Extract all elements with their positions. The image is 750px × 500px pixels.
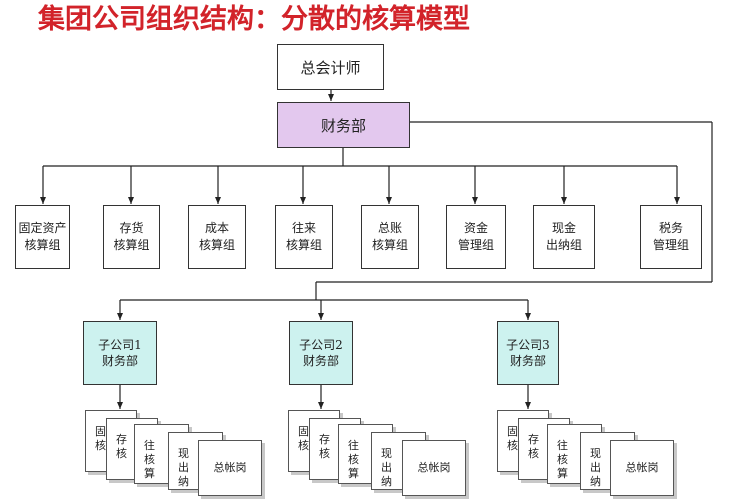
group-box-inventory: 存货 核算组 — [103, 205, 160, 269]
card-label: 总帐岗 — [625, 461, 659, 474]
chief-accountant-box: 总会计师 — [277, 44, 384, 90]
finance-department-box: 财务部 — [277, 102, 410, 148]
card-label: 现 出纳 — [590, 447, 601, 488]
card-label: 往 核算 — [348, 439, 359, 480]
diagram-title: 集团公司组织结构：分散的核算模型 — [38, 4, 470, 35]
sub3-card-ledger-post: 总帐岗 — [610, 440, 674, 496]
subsidiary-2-finance-box: 子公司2 财务部 — [289, 321, 353, 385]
group-box-general-ledger: 总账 核算组 — [361, 205, 419, 269]
subsidiary-1-finance-box: 子公司1 财务部 — [83, 321, 157, 385]
group-box-funds: 资金 管理组 — [446, 205, 506, 269]
card-label: 往 核算 — [144, 439, 155, 480]
sub2-card-ledger-post: 总帐岗 — [402, 440, 466, 496]
card-label: 总帐岗 — [417, 461, 451, 474]
card-label: 固 核 — [507, 425, 518, 452]
card-label: 固 核 — [298, 425, 309, 452]
card-label: 固 核 — [95, 425, 106, 452]
card-label: 总帐岗 — [213, 461, 247, 474]
subsidiary-3-finance-box: 子公司3 财务部 — [497, 321, 559, 385]
group-box-fixed-assets: 固定资产 核算组 — [15, 205, 70, 269]
card-label: 现 出纳 — [381, 447, 392, 488]
group-box-cashier: 现金 出纳组 — [533, 205, 595, 269]
group-box-tax: 税务 管理组 — [640, 205, 702, 269]
sub1-card-ledger-post: 总帐岗 — [198, 440, 262, 496]
card-label: 存 核 — [528, 433, 539, 460]
card-label: 现 出纳 — [178, 447, 189, 488]
card-label: 往 核算 — [557, 439, 568, 480]
group-box-cost: 成本 核算组 — [188, 205, 246, 269]
card-label: 存 核 — [319, 433, 330, 460]
card-label: 存 核 — [116, 433, 127, 460]
group-box-receivables: 往来 核算组 — [275, 205, 333, 269]
